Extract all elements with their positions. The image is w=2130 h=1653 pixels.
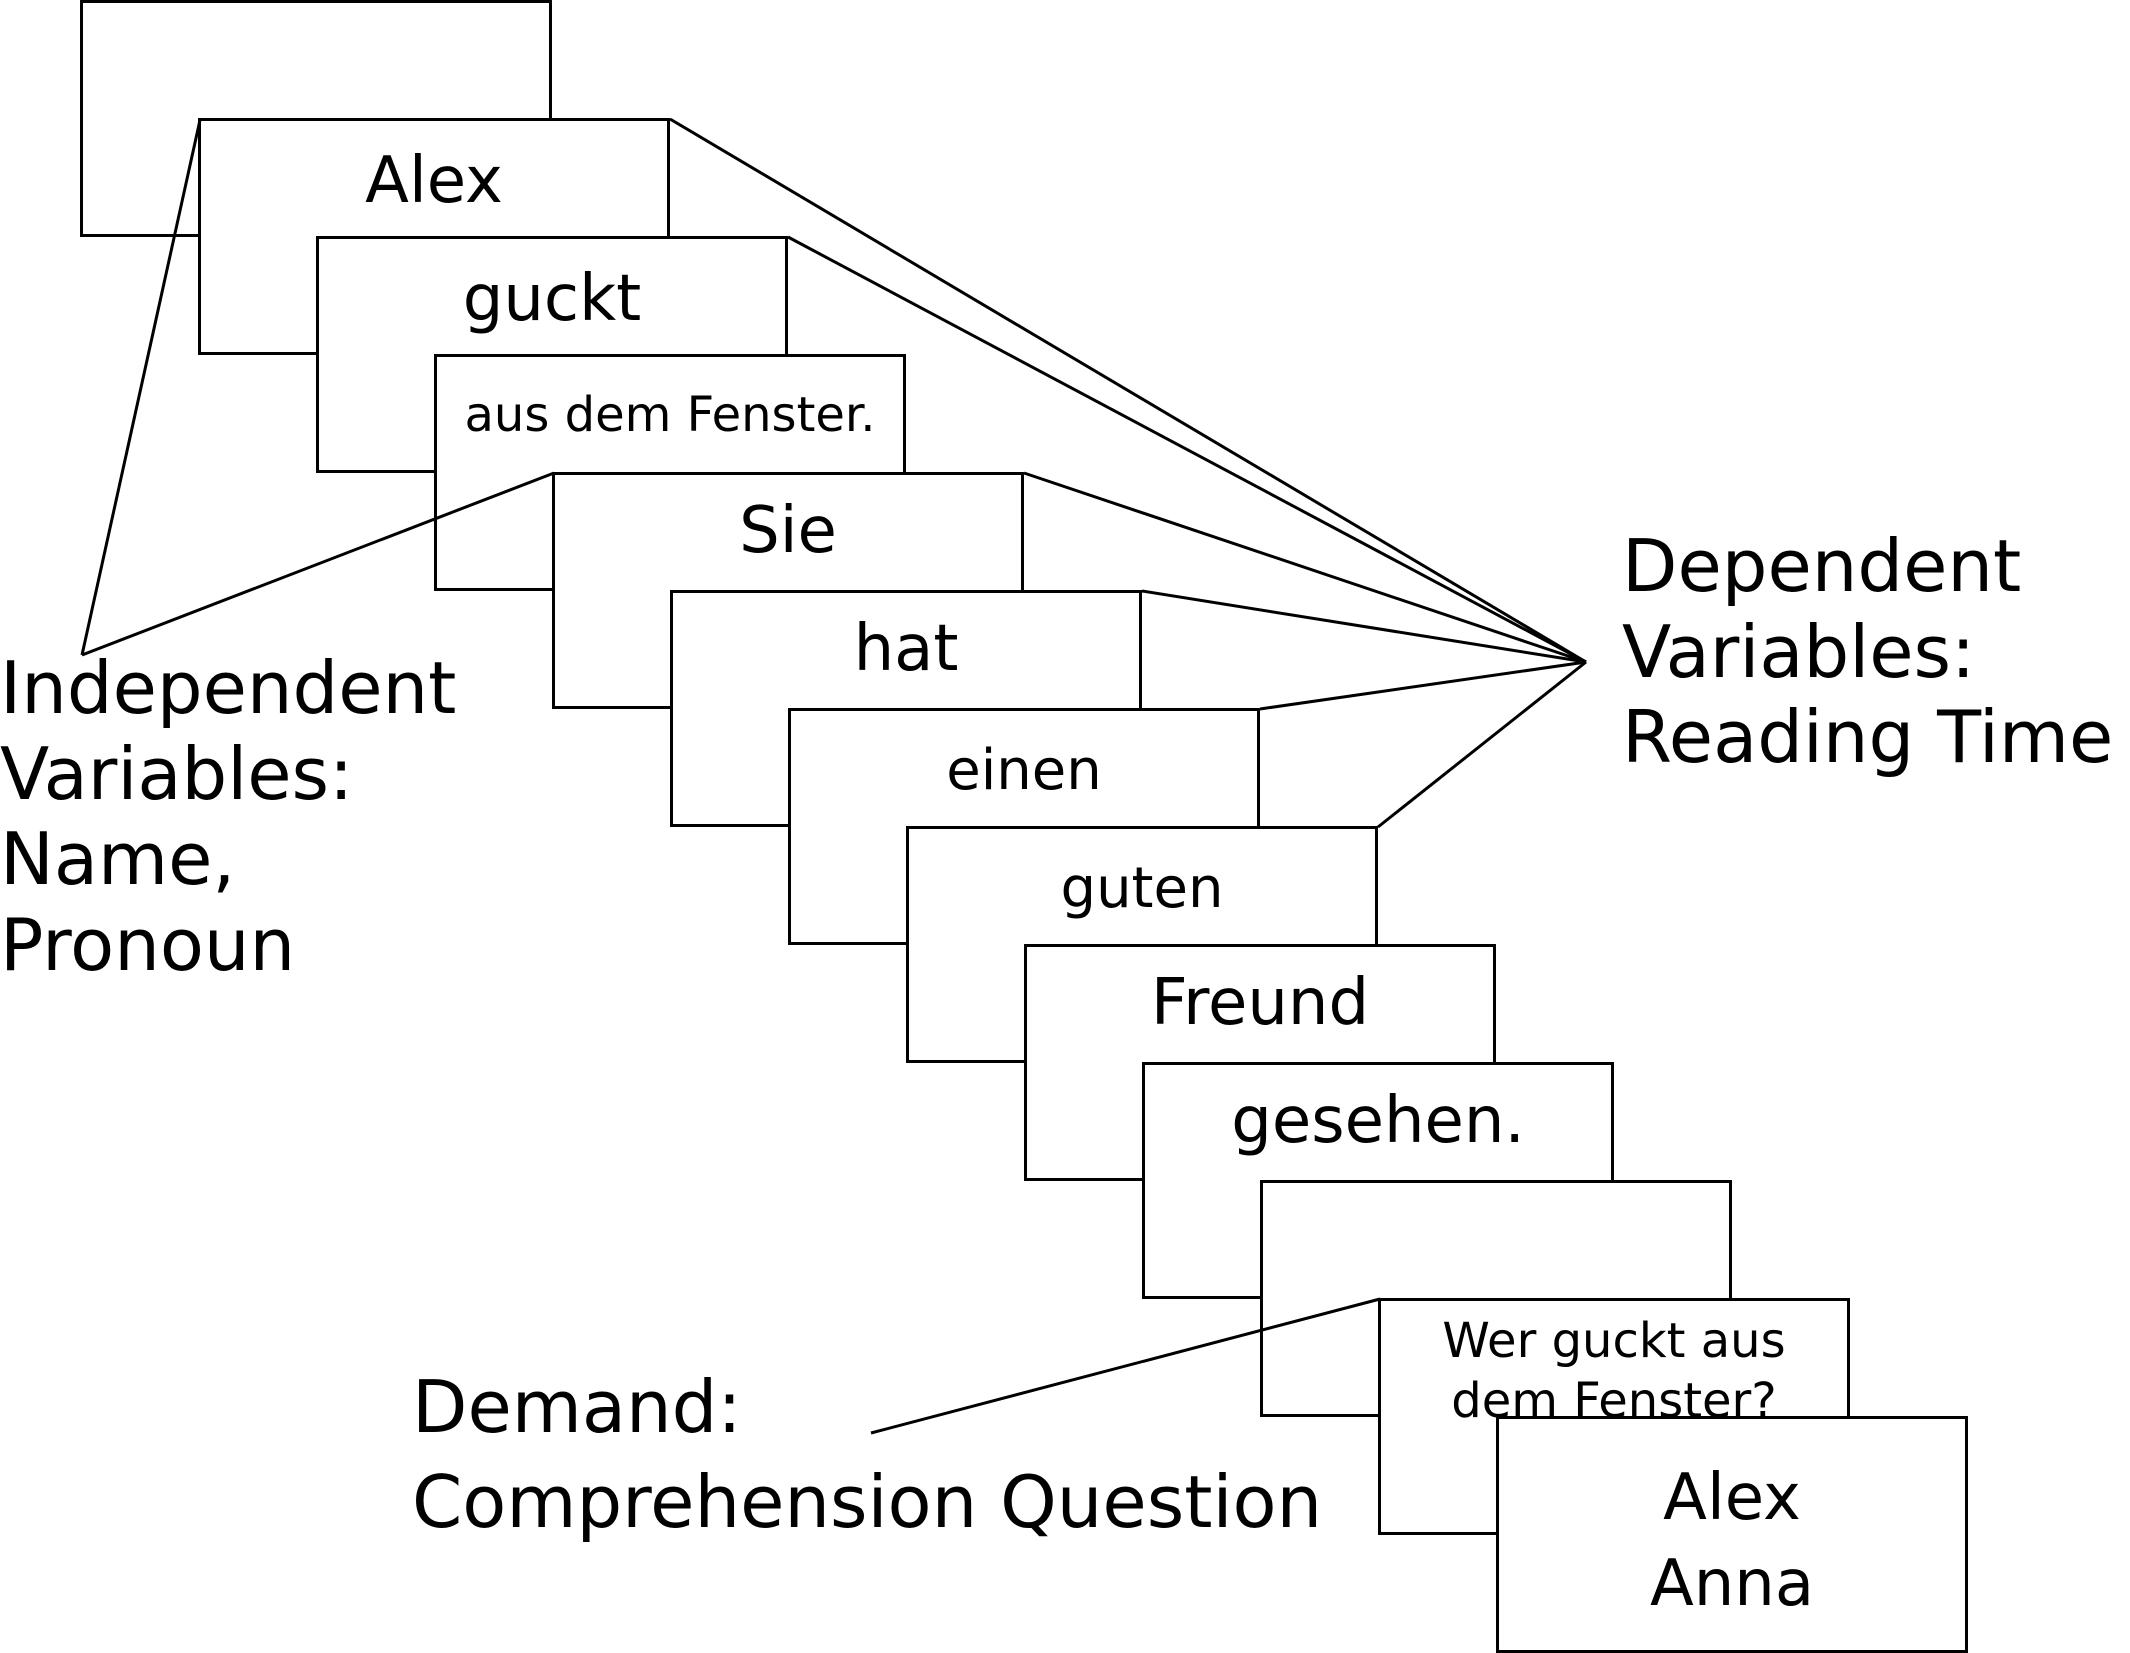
frame-word-label: guten — [1060, 856, 1224, 921]
frame-word-label: hat — [853, 612, 959, 686]
dependent-connector-hat — [1141, 589, 1587, 664]
demand-label: Demand: Comprehension Question — [412, 1365, 1323, 1545]
frame-word-label: Freund — [1150, 966, 1370, 1040]
frame-word-label: Alex — [365, 144, 503, 218]
frame-word-label: gesehen. — [1231, 1084, 1525, 1158]
dependent-connector-guten — [1377, 660, 1587, 829]
dependent-variables-label: Dependent Variables: Reading Time — [1622, 524, 2114, 780]
question-text: Wer guckt aus dem Fenster? — [1442, 1313, 1786, 1429]
frame-word-label: Sie — [739, 494, 837, 568]
frame-word-label: aus dem Fenster. — [464, 387, 876, 443]
dependent-connector-einen — [1259, 660, 1587, 711]
frame-word-label: einen — [946, 738, 1102, 803]
answer-options: Alex Anna — [1649, 1461, 1815, 1622]
frame-answers: Alex Anna — [1496, 1416, 1968, 1653]
independent-variables-label: Independent Variables: Name, Pronoun — [0, 646, 457, 988]
frame-word-label: guckt — [462, 262, 642, 336]
